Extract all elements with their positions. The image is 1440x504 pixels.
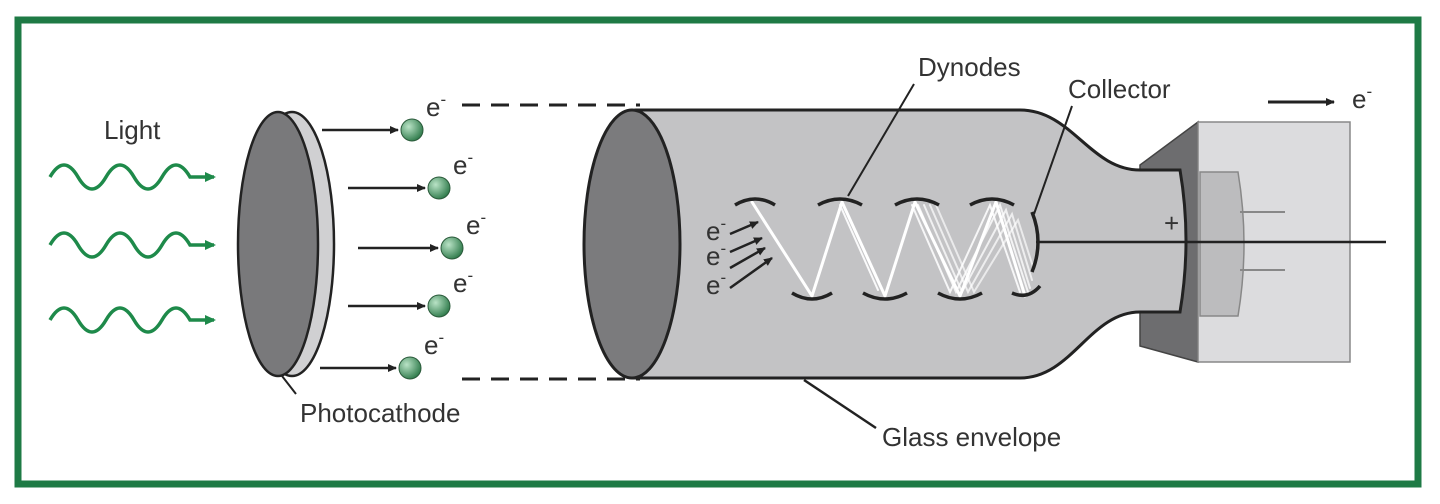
light-waves [48, 163, 216, 334]
dynode [862, 291, 908, 301]
svg-text:e-: e- [453, 266, 473, 298]
output-electron: e- [1268, 82, 1372, 114]
svg-text:e-: e- [424, 328, 444, 360]
collector-label: Collector [1068, 74, 1171, 104]
photocathode-disk [236, 110, 336, 378]
emitted-electron: e- [322, 90, 446, 142]
emitted-electron: e- [358, 208, 486, 260]
emitted-electron: e- [320, 328, 444, 380]
emitted-electron: e- [348, 148, 473, 200]
electron-cascade [750, 197, 1035, 301]
glass-envelope-label: Glass envelope [882, 422, 1061, 452]
dynode [1011, 284, 1042, 298]
svg-text:e-: e- [706, 214, 726, 246]
light-wave [48, 163, 216, 191]
collector [1030, 211, 1040, 273]
svg-text:e-: e- [426, 90, 446, 122]
tube-end-face [582, 108, 682, 380]
plus-sign: + [1164, 208, 1179, 238]
dynodes-label: Dynodes [918, 52, 1021, 82]
dynode [791, 291, 833, 301]
entering-electrons: e- e- e- [706, 214, 773, 300]
dynodes-leader [847, 83, 915, 197]
photocathode-leader [281, 375, 297, 395]
dynode [937, 291, 983, 301]
svg-text:e-: e- [1352, 82, 1372, 114]
emitted-electron: e- [348, 266, 473, 318]
glass-envelope [634, 108, 1188, 380]
svg-text:e-: e- [466, 208, 486, 240]
dynode [969, 197, 1015, 207]
light-wave [48, 306, 216, 334]
light-wave [48, 231, 216, 259]
dynode [894, 197, 940, 207]
light-label: Light [104, 115, 161, 145]
dynodes [734, 197, 1042, 301]
dynode [817, 197, 863, 207]
svg-text:e-: e- [706, 239, 726, 271]
photocathode-label: Photocathode [300, 398, 460, 428]
collector-leader [1033, 105, 1073, 215]
glass-envelope-leader [803, 378, 877, 430]
emitted-electrons: e- e- e- e- e- [320, 90, 486, 380]
svg-text:e-: e- [453, 148, 473, 180]
dynode [734, 197, 776, 207]
svg-text:e-: e- [706, 268, 726, 300]
